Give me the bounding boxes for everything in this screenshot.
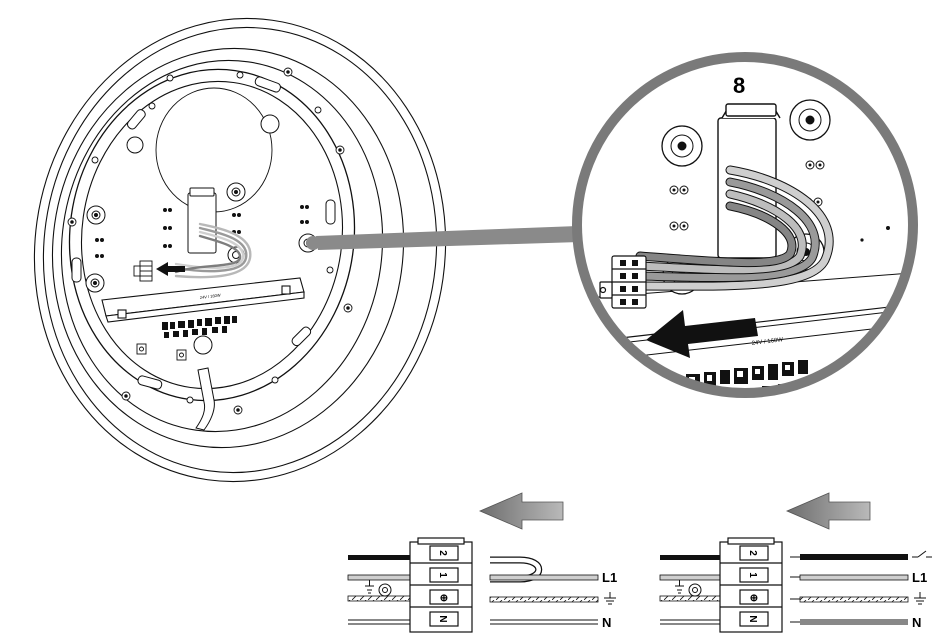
mag-wire-bundle <box>635 165 834 291</box>
zoom-connector <box>306 226 580 250</box>
mag-driver-label: 24V / 160W <box>752 337 784 347</box>
small-pull-arrow <box>156 262 185 276</box>
plate-connectors <box>136 343 187 361</box>
plate-small-holes <box>95 205 309 258</box>
driver-small-label: 24V / 160W <box>200 292 222 300</box>
earth-symbol-right <box>914 592 926 605</box>
mag-terminal-block <box>599 255 647 309</box>
wire-label-right-l1: L1 <box>912 570 927 585</box>
driver-sticker-small <box>162 316 237 338</box>
small-terminal-block <box>133 260 153 282</box>
luminaire-body <box>33 17 447 483</box>
wiring-left-arrow <box>478 492 564 530</box>
plate-clips <box>71 76 336 390</box>
led-driver <box>101 277 305 323</box>
wire-label-left-n: N <box>602 615 611 630</box>
earth-symbol-left <box>604 592 616 605</box>
rim-screws <box>67 67 353 415</box>
terminal-block-left <box>409 537 473 633</box>
step-number: 8 <box>733 73 745 98</box>
wiring-diagram-right: 2 1 ⊕ N ⌐ L1 N <box>659 492 941 633</box>
wire-label-right-n: N <box>912 615 921 630</box>
wire-label-right-switched: ⌐ <box>940 559 941 561</box>
luminaire-outer-rim <box>33 17 447 483</box>
terminal-left-earth: ⊕ <box>440 593 448 604</box>
mag-pull-arrow <box>646 310 758 358</box>
switch-symbol-right <box>912 550 932 558</box>
wiring-diagram-left: 2 1 ⊕ N L1 N <box>347 492 617 633</box>
magnifier-ring <box>572 52 918 398</box>
terminal-right-2: 2 <box>747 550 758 556</box>
small-wire-bundle <box>174 222 252 279</box>
terminal-left-2: 2 <box>437 550 448 556</box>
terminal-right-earth: ⊕ <box>750 593 758 604</box>
cable-slot <box>187 187 217 254</box>
magnifier: 24V / 160W <box>572 52 918 398</box>
safety-strap <box>195 367 215 431</box>
terminal-left-1: 1 <box>437 572 448 578</box>
terminal-left-n: N <box>437 615 448 622</box>
wiring-right-arrow <box>785 492 871 530</box>
terminal-block-right <box>719 537 783 633</box>
terminal-right-1: 1 <box>747 572 758 578</box>
wire-label-left-l1: L1 <box>602 570 617 585</box>
terminal-right-n: N <box>747 615 758 622</box>
